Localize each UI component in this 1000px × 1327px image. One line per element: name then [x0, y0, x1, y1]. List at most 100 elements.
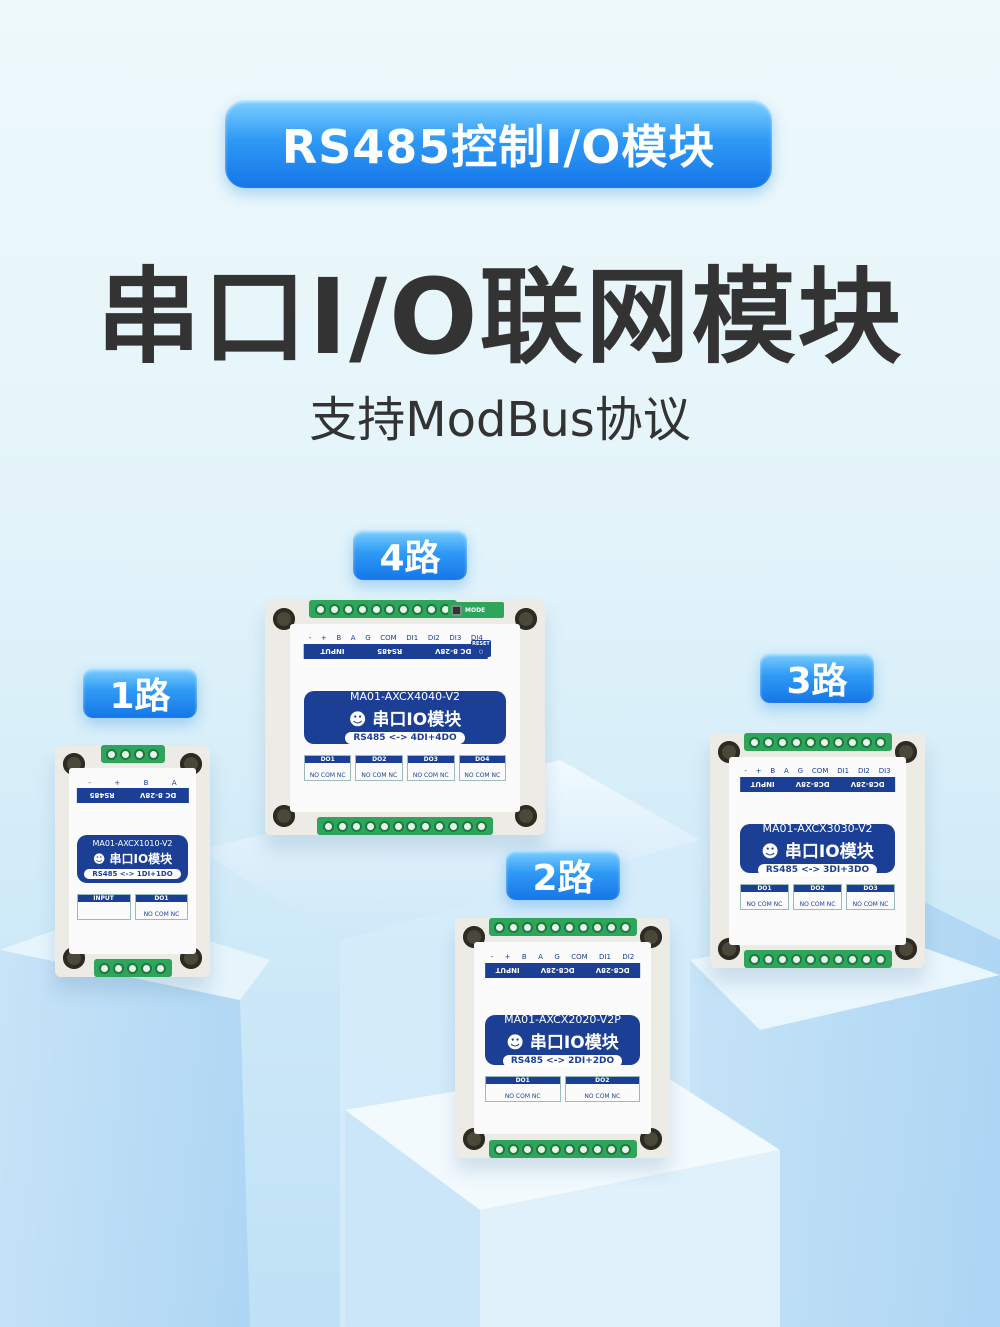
pin-label: +: [755, 767, 762, 776]
product-name-text: 串口IO模块: [109, 852, 173, 867]
terminal-screw-icon: [508, 1143, 520, 1155]
terminal-screw-icon: [328, 603, 340, 615]
header-group-label: RS485: [377, 647, 403, 656]
pin-label: B: [143, 778, 149, 787]
terminal-screw-icon: [384, 603, 396, 615]
pin-label: DI4: [470, 634, 483, 643]
product-spec: RS485 <-> 4DI+4DO: [345, 732, 465, 745]
terminal-screw-icon: [536, 1143, 548, 1155]
terminal-block-top: [309, 600, 457, 618]
terminal-block-top: [100, 745, 165, 763]
mode-button[interactable]: MODE: [448, 602, 504, 618]
terminal-screw-icon: [763, 736, 775, 748]
terminal-screw-icon: [763, 953, 775, 965]
terminal-screw-icon: [860, 736, 872, 748]
push-button-icon: [451, 604, 462, 616]
terminal-screw-icon: [818, 736, 830, 748]
relay-output: DO4 NO COM NC: [458, 755, 507, 782]
terminal-screw-icon: [874, 953, 886, 965]
terminal-screw-icon: [563, 1143, 575, 1155]
output-label: DO2: [565, 1077, 640, 1085]
terminal-screw-icon: [522, 1143, 534, 1155]
terminal-block-bottom: [317, 817, 493, 835]
pin-label: B: [770, 767, 776, 776]
pin-label: A: [538, 953, 543, 962]
terminal-screw-icon: [126, 962, 138, 974]
channel-label: 4路: [353, 530, 467, 580]
terminal-screw-icon: [147, 748, 159, 760]
terminal-screw-icon: [805, 953, 817, 965]
contact-labels: NO COM NC: [464, 772, 501, 780]
header-group-label: INPUT: [320, 647, 345, 656]
product-name-text: 串口IO模块: [784, 841, 874, 862]
terminal-screw-icon: [522, 921, 534, 933]
reset-button[interactable]: RESET ○: [471, 640, 491, 657]
output-label: DO1: [740, 885, 788, 893]
terminal-screw-icon: [120, 748, 132, 760]
terminal-screw-icon: [749, 736, 761, 748]
contact-labels: NO COM NC: [361, 772, 398, 780]
terminal-screw-icon: [508, 921, 520, 933]
output-label: DO4: [459, 756, 506, 764]
screw-hole-icon: [515, 805, 537, 827]
channel-label: 1路: [83, 668, 197, 718]
terminal-screw-icon: [322, 820, 334, 832]
input-label: INPUT: [77, 895, 130, 903]
screw-hole-icon: [273, 805, 295, 827]
terminal-screw-icon: [619, 1143, 631, 1155]
channel-label: 2路: [506, 850, 620, 900]
terminal-screw-icon: [113, 962, 125, 974]
reset-hole-icon: ○: [478, 649, 484, 655]
terminal-screw-icon: [420, 820, 432, 832]
header-group-label: DC 8-28V: [434, 647, 472, 656]
terminal-screw-icon: [133, 748, 145, 760]
header-group-label: RS485: [89, 791, 115, 800]
mode-button-label: MODE: [465, 606, 486, 614]
terminal-screw-icon: [536, 921, 548, 933]
pin-label: A: [784, 767, 789, 776]
pin-label: B: [336, 634, 342, 643]
pin-label: DI2: [427, 634, 440, 643]
pin-label: DI1: [406, 634, 419, 643]
terminal-screw-icon: [749, 953, 761, 965]
terminal-screw-icon: [398, 603, 410, 615]
terminal-screw-icon: [846, 736, 858, 748]
contact-labels: NO COM NC: [799, 901, 836, 909]
terminal-screw-icon: [591, 921, 603, 933]
terminal-screw-icon: [605, 921, 617, 933]
terminal-screw-icon: [412, 603, 424, 615]
terminal-screw-icon: [577, 921, 589, 933]
terminal-block-top: [743, 733, 892, 751]
terminal-screw-icon: [462, 820, 474, 832]
robot-icon: ☻: [506, 1032, 530, 1053]
terminal-screw-icon: [832, 736, 844, 748]
terminal-screw-icon: [370, 603, 382, 615]
terminal-screw-icon: [476, 820, 488, 832]
reset-button-label: RESET: [472, 641, 490, 647]
product-name-text: 串口IO模块: [372, 710, 462, 731]
terminal-block-bottom: [93, 959, 172, 977]
header-group-label: DC8-28V: [850, 780, 885, 789]
pin-label: DI2: [622, 953, 635, 962]
terminal-block-bottom: [743, 950, 892, 968]
product-name: ☻ 串口IO模块: [349, 705, 461, 730]
terminal-screw-icon: [777, 736, 789, 748]
pin-label: A: [171, 778, 177, 787]
header-group-label: INPUT: [495, 966, 520, 975]
pin-label: +: [320, 634, 327, 643]
terminal-screw-icon: [860, 953, 872, 965]
product-name-text: 串口IO模块: [529, 1032, 619, 1053]
